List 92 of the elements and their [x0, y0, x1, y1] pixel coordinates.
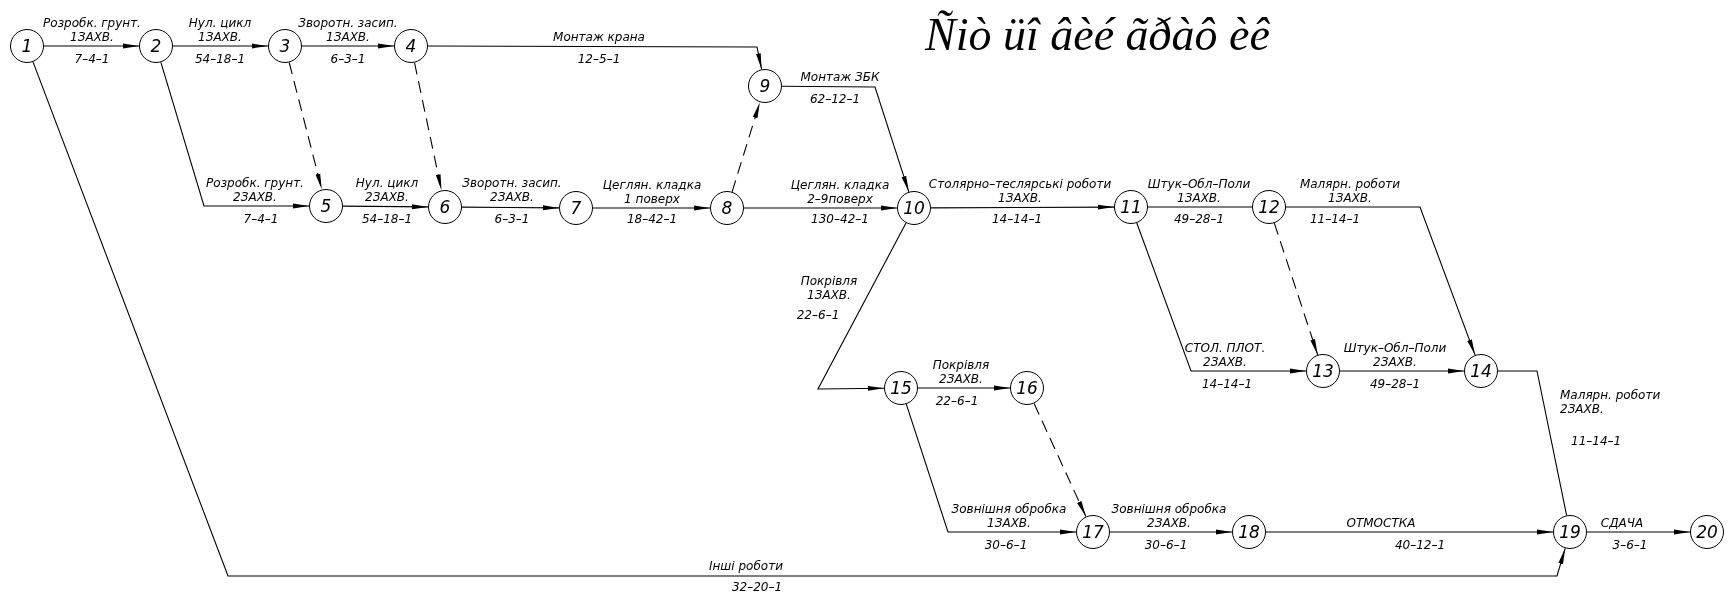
event-circle: 19: [1553, 515, 1587, 549]
connector-line: [1147, 206, 1253, 208]
arrow: [461, 205, 560, 211]
event-circle: 14: [1464, 354, 1498, 388]
event-circle: 15: [884, 371, 918, 405]
arrow: [1586, 529, 1691, 535]
activity-parameters-label: 12–5–1: [577, 52, 621, 66]
arrow: [32, 61, 1566, 577]
event-circle: 18: [1232, 515, 1266, 549]
event-circle: 5: [309, 189, 343, 223]
event-circle: 11: [1114, 190, 1148, 224]
activity-parameters-label: 49–28–1: [1173, 212, 1225, 226]
event-circle: 12: [1252, 190, 1286, 224]
activity-parameters-label: 14–14–1: [1201, 377, 1253, 391]
arrow: [1339, 368, 1465, 374]
activity-parameters-label: 130–42–1: [811, 212, 869, 226]
activity-parameters-label: 49–28–1: [1369, 377, 1421, 391]
arrow: [905, 403, 1077, 535]
edge-label: Нул. цикл 2ЗАХВ.: [354, 176, 420, 204]
activity-parameters-label: 7–4–1: [243, 212, 279, 226]
event-circle: 17: [1076, 515, 1110, 549]
activity-parameters-label: 22–6–1: [935, 394, 979, 408]
dashed-arrow: [288, 61, 323, 191]
arrow: [427, 45, 763, 70]
edge-label: Розробк. грунт. 1ЗАХВ.: [42, 16, 142, 44]
edge-label: Штук–Обл–Поли 2ЗАХВ.: [1342, 341, 1448, 369]
arrow: [43, 43, 140, 49]
event-circle: 3: [268, 29, 302, 63]
activity-parameters-label: 7–4–1: [74, 52, 110, 66]
edge-label: Зовнішня обробка 2ЗАХВ.: [1110, 502, 1228, 530]
edge-label: Монтаж ЗБК: [799, 70, 881, 84]
edge-label: Малярн. роботи 1ЗАХВ.: [1298, 177, 1402, 205]
event-circle: 13: [1306, 354, 1340, 388]
connector-line: [1497, 370, 1568, 516]
dashed-arrow: [731, 101, 761, 193]
edge-label: Малярн. роботи 2ЗАХВ.: [1560, 388, 1662, 416]
dashed-arrow: [1033, 402, 1087, 518]
activity-parameters-label: 11–14–1: [1571, 434, 1622, 448]
activity-parameters-label: 18–42–1: [626, 212, 678, 226]
arrow: [781, 85, 910, 193]
event-circle: 7: [559, 191, 593, 225]
activity-parameters-label: 30–6–1: [984, 538, 1028, 552]
event-circle: 2: [139, 29, 173, 63]
arrow: [342, 204, 429, 210]
arrow: [172, 43, 269, 49]
edge-label: Покрівля 1ЗАХВ.: [799, 274, 859, 302]
activity-parameters-label: 6–3–1: [330, 52, 366, 66]
arrow: [592, 205, 711, 211]
edge-label: Цеглян. кладка 1 поверх: [602, 178, 702, 206]
event-circle: 4: [394, 29, 428, 63]
activity-parameters-label: 22–6–1: [796, 308, 840, 322]
event-circle: 16: [1010, 371, 1044, 405]
edge-label: СДАЧА: [1599, 516, 1645, 530]
arrow: [1265, 529, 1554, 535]
edge-label: Штук–Обл–Поли 1ЗАХВ.: [1146, 177, 1252, 205]
activity-parameters-label: 3–6–1: [1612, 538, 1648, 552]
arrow: [1285, 206, 1476, 356]
edge-label: Монтаж крана: [552, 30, 646, 44]
edge-label: Зовнішня обробка 1ЗАХВ.: [950, 502, 1068, 530]
event-circle: 1: [10, 29, 44, 63]
arrow: [1136, 222, 1307, 374]
arrow: [1109, 529, 1233, 535]
edge-label: СТОЛ. ПЛОТ. 2ЗАХВ.: [1183, 341, 1267, 369]
event-circle: 6: [428, 190, 462, 224]
edge-label: Покрівля 2ЗАХВ.: [931, 358, 991, 386]
activity-parameters-label: 54–18–1: [194, 52, 246, 66]
event-circle: 8: [710, 191, 744, 225]
dashed-arrow: [413, 62, 443, 191]
diagram-title: Ñiò üî âèé ãðàô èê: [925, 8, 1270, 61]
activity-parameters-label: 62–12–1: [809, 92, 861, 106]
edge-label: Розробк. грунт. 2ЗАХВ.: [205, 176, 305, 204]
activity-parameters-label: 6–3–1: [494, 212, 530, 226]
arrow: [160, 61, 310, 209]
arrow: [930, 204, 1115, 210]
activity-parameters-label: 11–14–1: [1309, 212, 1361, 226]
arrow: [743, 205, 898, 211]
activity-parameters-label: 40–12–1: [1394, 538, 1446, 552]
edge-label: Цеглян. кладка 2–9поверх: [790, 178, 890, 206]
event-circle: 20: [1690, 515, 1724, 549]
arrow: [817, 222, 907, 391]
activity-parameters-label: 14–14–1: [991, 212, 1043, 226]
arrow: [917, 385, 1011, 391]
activity-parameters-label: 30–6–1: [1144, 538, 1188, 552]
edge-label: Нул. цикл 1ЗАХВ.: [187, 16, 253, 44]
edge-label: ОТМОСТКА: [1345, 516, 1417, 530]
event-circle: 9: [748, 69, 782, 103]
event-circle: 10: [897, 191, 931, 225]
arrow: [301, 43, 395, 49]
activity-parameters-label: 32–20–1: [731, 580, 783, 594]
activity-parameters-label: 54–18–1: [361, 212, 413, 226]
dashed-arrow: [1273, 222, 1319, 356]
edge-label: Інші роботи: [708, 559, 784, 573]
